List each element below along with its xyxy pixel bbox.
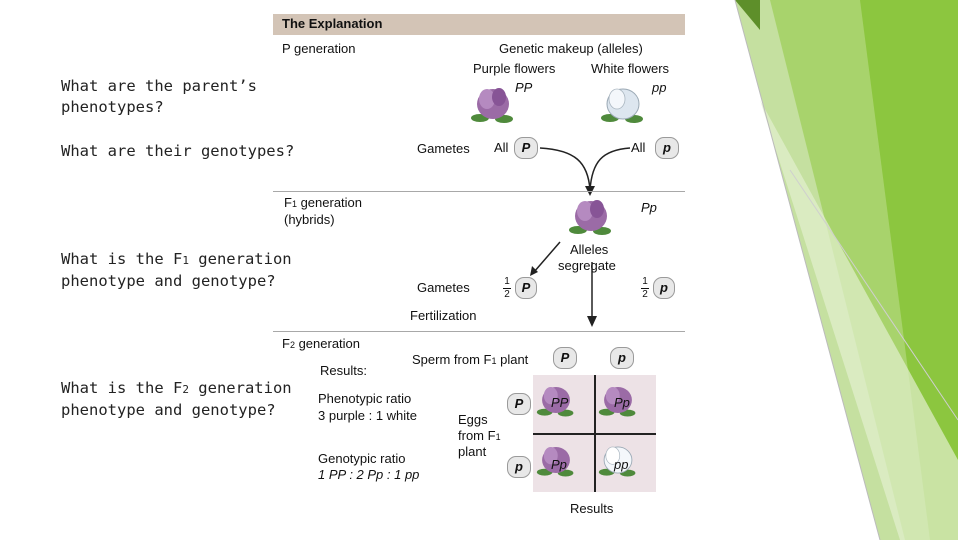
eggs-from-label: from F1	[458, 428, 501, 443]
results-colon-label: Results:	[320, 363, 367, 378]
alleles-label: Alleles	[570, 242, 609, 257]
purple-flower-icon	[471, 88, 513, 123]
hybrids-label: (hybrids)	[284, 212, 335, 227]
cell-purple-flower-icon	[536, 386, 574, 417]
genetic-makeup-label: Genetic makeup (alleles)	[499, 41, 643, 56]
cell-Pp-bottom-label: Pp	[551, 457, 567, 472]
f1-gamete-p-circle: p	[653, 277, 675, 299]
phenotypic-ratio-label: Phenotypic ratio	[318, 391, 412, 406]
question-f1: What is the F1 generation phenotype and …	[61, 250, 292, 290]
cell-Pp-top-label: Pp	[614, 395, 630, 410]
divider-2	[273, 331, 685, 332]
segregation-arrows	[530, 241, 597, 327]
sperm-label: Sperm from F1 plant	[412, 352, 529, 367]
question-f2: What is the F2 generation phenotype and …	[61, 379, 292, 419]
egg-P-circle: P	[507, 393, 531, 415]
figure-header: The Explanation	[273, 14, 685, 35]
f1-gamete-P-circle: P	[515, 277, 537, 299]
question-parent-genotypes: What are their genotypes?	[61, 142, 295, 160]
egg-p-circle: p	[507, 456, 531, 478]
parent-purple-genotype: PP	[515, 80, 533, 95]
cell-purple-flower-icon	[598, 386, 636, 417]
f1-genotype: Pp	[641, 200, 657, 215]
eggs-plant-label: plant	[458, 444, 487, 459]
gametes-label-f1: Gametes	[417, 280, 470, 295]
all-label-right: All	[631, 140, 646, 155]
results-label: Results	[570, 501, 614, 516]
phenotypic-ratio-value: 3 purple : 1 white	[318, 408, 418, 423]
parent-white-genotype: pp	[652, 80, 667, 95]
genotypic-ratio-value: 1 PP : 2 Pp : 1 pp	[318, 467, 420, 482]
cell-pp-label: pp	[614, 457, 629, 472]
punnett-grid-v	[594, 375, 596, 492]
segregate-label: segregate	[558, 258, 616, 273]
eggs-label: Eggs	[458, 412, 488, 427]
sperm-p-circle: p	[610, 347, 634, 369]
white-flowers-label: White flowers	[591, 61, 670, 76]
gametes-label-p: Gametes	[417, 141, 470, 156]
gamete-P-circle: P	[514, 137, 538, 159]
purple-flowers-label: Purple flowers	[473, 61, 556, 76]
genotypic-ratio-label: Genotypic ratio	[318, 451, 406, 466]
cell-white-flower-icon	[598, 446, 636, 477]
sperm-P-circle: P	[553, 347, 577, 369]
gamete-p-circle: p	[655, 137, 679, 159]
cell-PP-label: PP	[551, 395, 569, 410]
all-label-left: All	[494, 140, 509, 155]
p-generation-label: P generation	[282, 41, 356, 56]
cell-purple-flower-icon	[536, 446, 574, 477]
fertilization-label: Fertilization	[410, 308, 477, 323]
white-flower-icon	[601, 88, 643, 123]
f1-generation-label: F1 generation	[284, 195, 363, 210]
f2-generation-label: F2 generation	[282, 336, 361, 351]
f1-purple-flower-icon	[569, 200, 611, 235]
question-parent-phenotypes: What are the parent’s phenotypes?	[61, 77, 257, 116]
divider-1	[273, 191, 685, 192]
